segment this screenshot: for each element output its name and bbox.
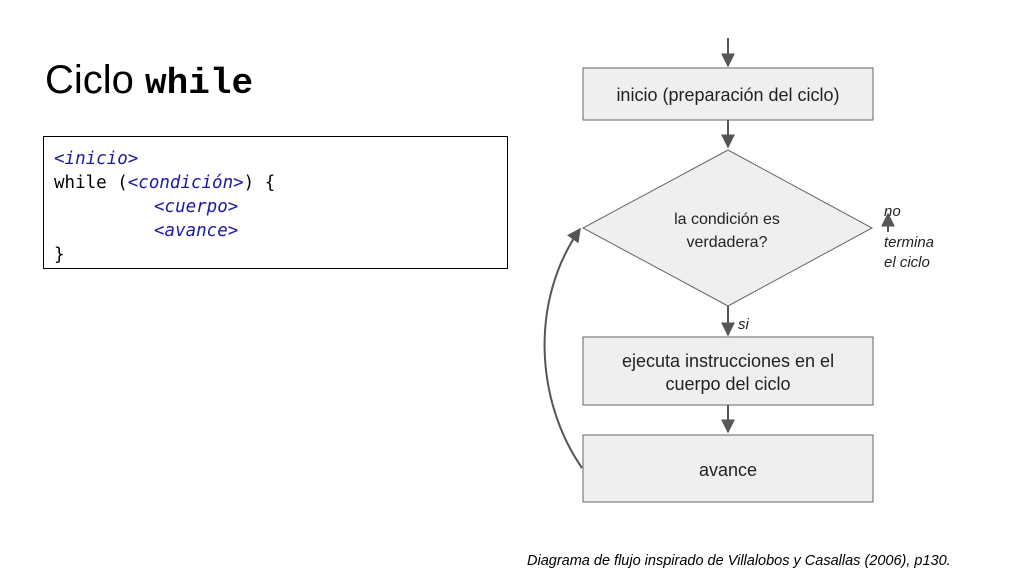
code-placeholder-condicion: <condición>	[127, 173, 244, 193]
code-line-3: <cuerpo>	[54, 195, 507, 219]
code-line-1: <inicio>	[54, 147, 507, 171]
code-placeholder-avance: <avance>	[154, 221, 239, 241]
code-placeholder-inicio: <inicio>	[54, 149, 139, 169]
loop-back-arrow	[543, 227, 583, 469]
start-box-text: inicio (preparación del ciclo)	[616, 85, 839, 105]
code-while-open: while (	[54, 173, 128, 193]
start-box	[582, 67, 874, 121]
label-exit-line2: el ciclo	[884, 254, 930, 271]
body-text-line1: ejecuta instrucciones en el	[622, 351, 834, 371]
caption: Diagrama de flujo inspirado de Villalobo…	[527, 553, 951, 569]
slide-title: Ciclo while	[45, 58, 253, 104]
label-yes: si	[738, 316, 749, 333]
title-code: while	[145, 63, 254, 104]
code-line-5: }	[54, 245, 65, 265]
body-text-line2: cuerpo del ciclo	[665, 374, 790, 394]
advance-box	[582, 434, 874, 503]
code-while-close: ) {	[243, 173, 276, 193]
code-placeholder-cuerpo: <cuerpo>	[154, 197, 239, 217]
condition-diamond	[581, 149, 874, 307]
title-text: Ciclo	[45, 58, 146, 102]
condition-text-line2: verdadera?	[687, 234, 768, 251]
advance-text: avance	[699, 460, 757, 480]
code-block: <inicio> while (<condición>) { <cuerpo> …	[43, 136, 508, 269]
label-no: no	[884, 203, 901, 220]
code-line-2: while (<condición>) {	[54, 171, 507, 195]
label-exit-line1: termina	[884, 234, 935, 251]
condition-text-line1: la condición es	[674, 211, 780, 228]
body-box	[582, 336, 874, 406]
code-line-4: <avance>	[54, 219, 507, 243]
